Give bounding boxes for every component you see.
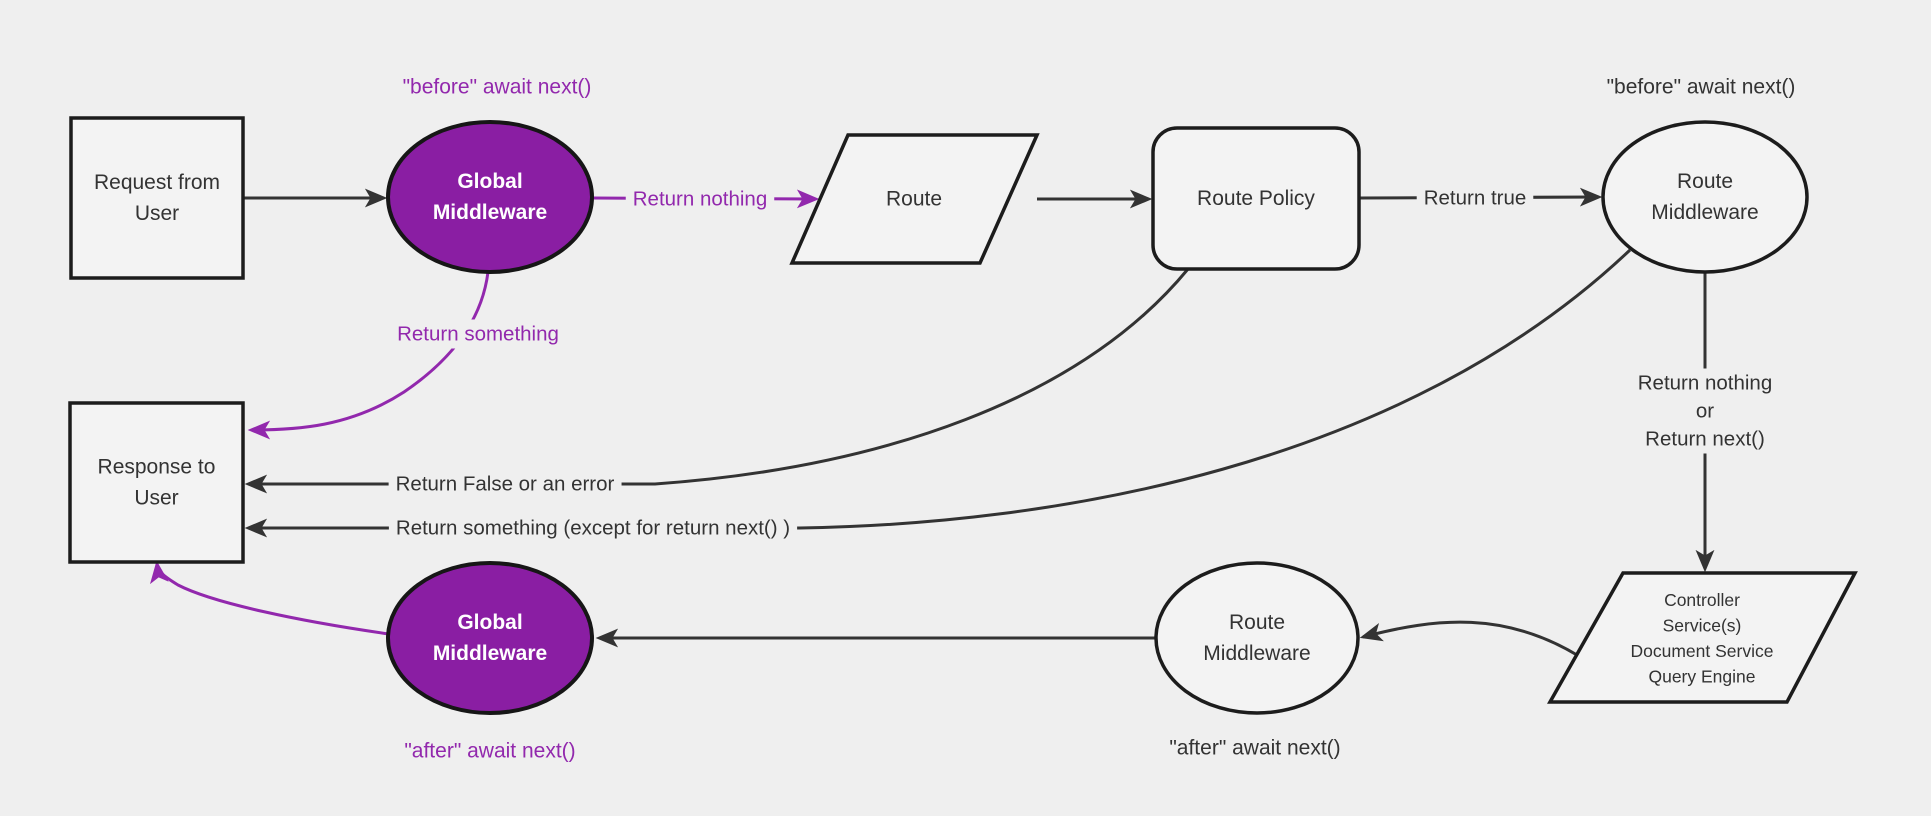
edge-route-middleware-to-controller-label-bg xyxy=(1630,368,1780,454)
node-route-label: Route xyxy=(886,188,942,211)
label-before-await-next-global: "before" await next() xyxy=(403,76,592,99)
edge-route-middleware-return-something-label-bg xyxy=(388,513,798,543)
node-route: Route xyxy=(789,133,1040,265)
edges-layer xyxy=(150,187,1715,657)
edge-route-policy-to-route-middleware-label-bg xyxy=(1416,183,1534,213)
node-route-middleware-before-shape xyxy=(1601,120,1809,274)
label-before-await-next-route: "before" await next() xyxy=(1607,76,1796,99)
label-after-await-next-global: "after" await next() xyxy=(404,740,575,763)
edge-global-middleware-return-something-label-bg xyxy=(390,319,566,349)
edge-global-middleware-after-to-response xyxy=(150,560,390,636)
edge-controller-to-route-middleware-after xyxy=(1359,620,1578,657)
edge-global-middleware-return-something-label: Return something xyxy=(397,323,559,346)
node-global-middleware-before-shape xyxy=(386,120,594,274)
edge-route-policy-return-false xyxy=(244,268,1190,494)
node-request-from-user-shape xyxy=(69,116,245,280)
node-route-middleware-after-shape xyxy=(1154,561,1360,715)
node-response-to-user-shape xyxy=(68,401,245,564)
node-route-shape xyxy=(789,133,1040,265)
node-route-policy-label: Route Policy xyxy=(1197,187,1315,210)
node-route-policy-shape xyxy=(1151,126,1361,271)
node-global-middleware-after-shape xyxy=(386,561,594,715)
edge-global-middleware-to-route-label-bg xyxy=(625,184,775,214)
edge-route-policy-return-false-label-bg xyxy=(388,469,622,499)
node-controller-services-shape xyxy=(1546,571,1858,704)
free-labels-layer: "before" await next() "before" await next… xyxy=(403,76,1796,763)
edge-route-middleware-return-something-label: Return something (except for return next… xyxy=(396,517,790,540)
edge-global-middleware-to-route-label: Return nothing xyxy=(633,188,767,211)
edge-route-policy-to-route-middleware-label: Return true xyxy=(1424,187,1527,210)
node-route-policy: Route Policy xyxy=(1151,126,1361,271)
label-after-await-next-route: "after" await next() xyxy=(1169,737,1340,760)
edge-route-policy-return-false-label: Return False or an error xyxy=(396,473,615,496)
edge-global-middleware-return-something xyxy=(247,271,490,440)
edge-route-middleware-return-something xyxy=(244,248,1632,538)
